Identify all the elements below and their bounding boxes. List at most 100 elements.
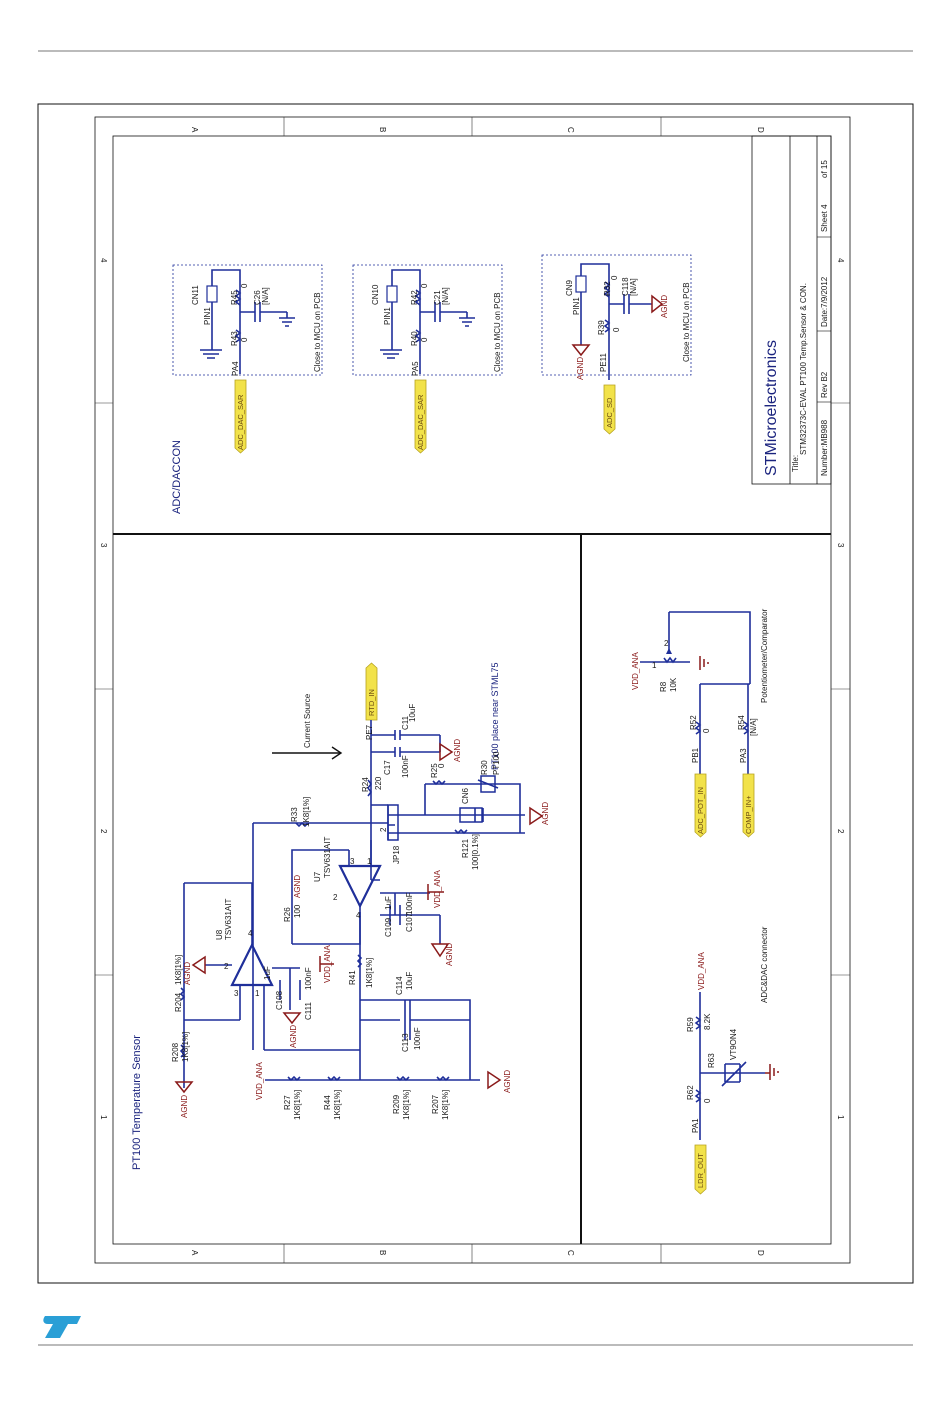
c-value: 10uF bbox=[405, 972, 414, 990]
net-label: ADC_POT_IN bbox=[696, 787, 705, 834]
agnd-label: AGND bbox=[541, 802, 550, 825]
c-value: 100nF bbox=[405, 892, 414, 915]
r-value: 0 bbox=[703, 1098, 712, 1103]
r-value: 0 bbox=[610, 275, 619, 280]
col-label-top: C bbox=[566, 127, 575, 133]
pin-number: 4 bbox=[248, 929, 253, 938]
vdd-label: VDD_ANA bbox=[433, 870, 442, 908]
r-value: 1K8[1%] bbox=[302, 797, 311, 827]
r-ref: R40 bbox=[410, 331, 419, 346]
r-ref: R204 bbox=[174, 992, 183, 1012]
pin-number: 2 bbox=[664, 639, 669, 648]
sheet-title: STM32373C-EVAL PT100 Temp.Sensor & CON. bbox=[799, 283, 808, 455]
vdd-label: VDD_ANA bbox=[255, 1062, 264, 1100]
net-label: LDR_OUT bbox=[696, 1153, 705, 1188]
vdd-label: VDD_ANA bbox=[697, 952, 706, 990]
r-value: 220 bbox=[374, 776, 383, 790]
agnd-label: AGND bbox=[289, 1025, 298, 1048]
c-value: 100nF bbox=[413, 1027, 422, 1050]
r-ref: R59 bbox=[686, 1017, 695, 1032]
adc-connector-cn10: CN10 PIN1 R42 0 C21 [N/A] R40 0 PA5 Clos… bbox=[352, 264, 503, 454]
r-value: 8.2K bbox=[703, 1013, 712, 1030]
r-ref: R41 bbox=[348, 970, 357, 985]
r-value: 0 bbox=[420, 337, 429, 342]
vdd-label: VDD_ANA bbox=[631, 652, 640, 690]
pin-number: 1 bbox=[367, 857, 372, 866]
c-value: 1uF bbox=[263, 966, 272, 980]
section-title-pt100: PT100 Temperature Sensor bbox=[131, 1035, 143, 1170]
c-ref: C109 bbox=[384, 917, 393, 937]
zone-ticks bbox=[95, 117, 850, 1263]
ic-part: TSV631AIT bbox=[323, 837, 332, 878]
r-value: 1K8[1%] bbox=[365, 958, 374, 988]
c-value: 100nF bbox=[304, 967, 313, 990]
r-ref: R54 bbox=[737, 715, 746, 730]
adc-connector-cn11: CN11 PIN1 R45 0 C26 [N/A] R43 0 PA4 Clos… bbox=[172, 264, 323, 454]
r-value: 1K8[1%] bbox=[293, 1090, 302, 1120]
port-pin: PA4 bbox=[231, 361, 240, 376]
row-label-right: 4 bbox=[836, 258, 845, 263]
col-label-bottom: B bbox=[378, 1250, 387, 1255]
r-value: 0 bbox=[702, 728, 711, 733]
col-label-top: A bbox=[190, 127, 199, 133]
agnd-label: AGND bbox=[183, 962, 192, 985]
port-pin: PA3 bbox=[739, 748, 748, 763]
sheet-number: Sheet 4 bbox=[820, 204, 829, 232]
r-ref: R44 bbox=[323, 1095, 332, 1110]
c-ref: C118 bbox=[621, 277, 630, 296]
r-value: 100[0.1%] bbox=[471, 834, 480, 870]
section-title-adc: ADC/DACCON bbox=[171, 440, 183, 514]
r-ref: R63 bbox=[707, 1053, 716, 1068]
company-name: STMicroelectronics bbox=[763, 340, 780, 476]
r-ref: R43 bbox=[230, 331, 239, 346]
r-value: 1K8[1%] bbox=[402, 1090, 411, 1120]
r-ref: R26 bbox=[283, 907, 292, 922]
col-label-bottom: D bbox=[756, 1250, 765, 1256]
pin-number: 3 bbox=[350, 857, 355, 866]
r-value: VT9ON4 bbox=[729, 1028, 738, 1060]
net-label: ADC_DAC_SAR bbox=[236, 394, 245, 450]
inner-border bbox=[112, 135, 832, 1245]
vdd-label: VDD_ANA bbox=[323, 945, 332, 983]
title-block: STMicroelectronics Title: STM32373C-EVAL… bbox=[751, 135, 832, 485]
ic-ref: U8 bbox=[215, 929, 224, 940]
r-value: PT100 bbox=[492, 751, 501, 775]
r-ref: R209 bbox=[392, 1094, 401, 1114]
c-ref: C108 bbox=[275, 990, 284, 1010]
cn-ref: CN6 bbox=[461, 787, 470, 804]
cn-pin: PIN1 bbox=[572, 297, 581, 315]
potentiometer-circuit: VDD_ANA 1 2 R8 10K R52 0 R54 [N/A] PB1 P… bbox=[631, 611, 758, 838]
jumper-pin: 2 bbox=[379, 827, 388, 832]
pin-number: 4 bbox=[356, 911, 361, 920]
drawing-border bbox=[94, 116, 851, 1264]
jumper-ref: JP18 bbox=[392, 845, 401, 864]
c-value: [N/A] bbox=[441, 287, 450, 305]
outer-frame bbox=[37, 103, 914, 1284]
pin-number: 1 bbox=[255, 989, 260, 998]
c-value: 1uF bbox=[384, 896, 393, 910]
sheet-count: of 15 bbox=[820, 160, 829, 178]
c-ref: C114 bbox=[395, 976, 404, 995]
r-value: 0 bbox=[240, 337, 249, 342]
placement-note: Close to MCU on PCB bbox=[682, 282, 691, 362]
r-value: 1K8[1%] bbox=[333, 1090, 342, 1120]
r-value: 0 bbox=[240, 283, 249, 288]
r-ref: R42 bbox=[410, 290, 419, 305]
placement-note: Close to MCU on PCB bbox=[493, 292, 502, 372]
st-logo: ST bbox=[38, 1316, 81, 1338]
cn-pin: PIN1 bbox=[383, 307, 392, 325]
cn-ref: CN11 bbox=[191, 285, 200, 305]
title-label: Title: bbox=[791, 455, 800, 472]
agnd-label: AGND bbox=[453, 739, 462, 762]
r-ref: R121 bbox=[461, 838, 470, 858]
row-label-right: 2 bbox=[836, 829, 845, 834]
r-value: 0 bbox=[612, 327, 621, 332]
r-ref: R33 bbox=[290, 807, 299, 822]
r-ref: R207 bbox=[431, 1094, 440, 1114]
pin-number: 3 bbox=[234, 989, 239, 998]
r-value: 1K8[1%] bbox=[441, 1090, 450, 1120]
c-ref: C111 bbox=[304, 1002, 313, 1020]
row-label-right: 1 bbox=[836, 1115, 845, 1120]
pin-number: 1 bbox=[652, 661, 657, 670]
doc-number: Number:MB988 bbox=[820, 419, 829, 476]
